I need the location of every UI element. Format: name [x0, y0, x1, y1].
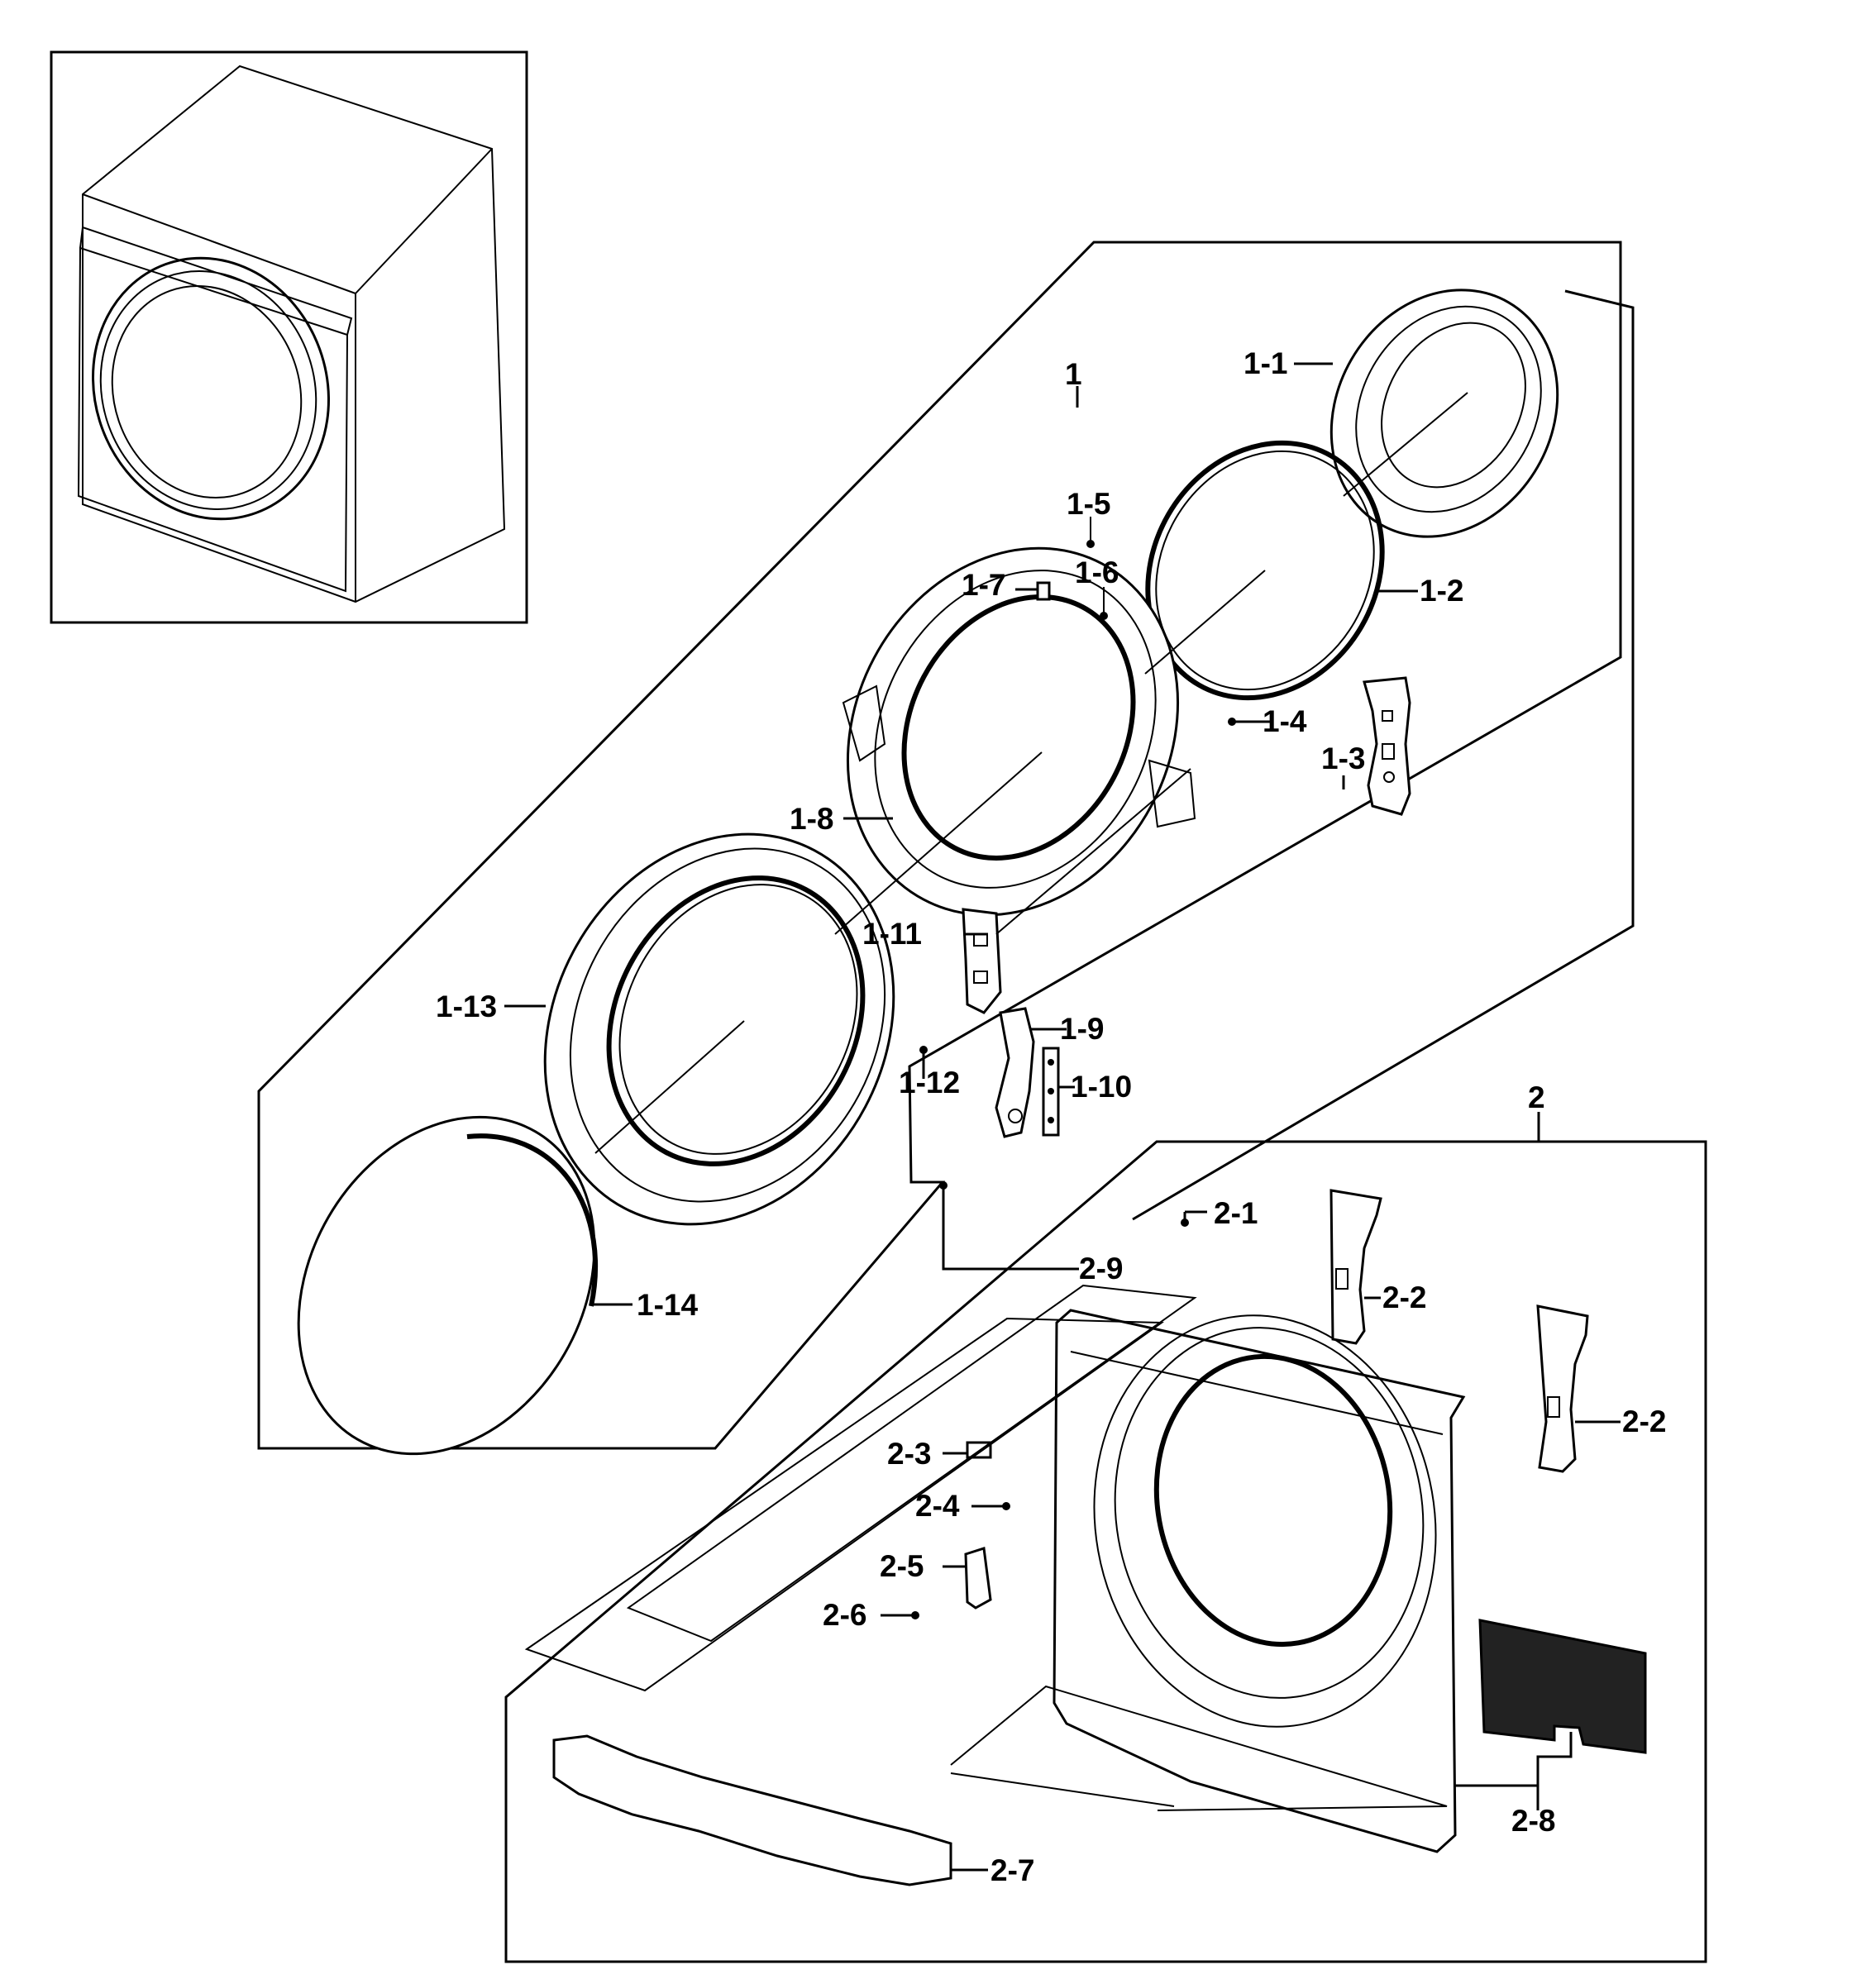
part-1-3-hinge-plate — [1363, 676, 1411, 816]
part-1-13-door-frame-outer — [543, 832, 895, 1226]
label-part-2-1: 2-1 — [1214, 1196, 1258, 1230]
part-front-panel-body — [1053, 1309, 1466, 1853]
part-2-7-bottom-trim — [552, 1734, 952, 1886]
label-part-1-3: 1-3 — [1321, 742, 1365, 775]
label-part-2-5: 2-5 — [880, 1549, 924, 1583]
label-part-1-7: 1-7 — [962, 568, 1005, 602]
label-part-2-2-left: 2-2 — [1382, 1281, 1426, 1314]
label-part-1-14: 1-14 — [637, 1288, 698, 1322]
label-group-2: 2 — [1528, 1080, 1545, 1114]
part-1-7-small-clip — [1036, 581, 1051, 601]
label-part-2-8: 2-8 — [1511, 1804, 1555, 1838]
part-1-9-latch — [995, 1007, 1035, 1138]
part-1-6-screw — [1100, 587, 1108, 620]
part-1-11-hinge — [962, 908, 1002, 1014]
part-2-5-lock-cover — [964, 1547, 992, 1610]
part-1-1-door-glass-outer — [1329, 289, 1559, 538]
label-part-1-6: 1-6 — [1075, 556, 1119, 589]
part-2-2-bracket-right — [1536, 1304, 1589, 1473]
label-part-1-1: 1-1 — [1244, 346, 1287, 380]
part-2-2-bracket-left — [1329, 1189, 1382, 1345]
label-part-1-5: 1-5 — [1067, 487, 1110, 521]
label-part-2-6: 2-6 — [823, 1598, 866, 1632]
label-part-1-11: 1-11 — [862, 917, 922, 951]
assembled-appliance-inset — [50, 50, 528, 624]
label-part-1-13: 1-13 — [436, 990, 497, 1023]
group-1-door-assembly — [257, 241, 1635, 1456]
label-part-1-8: 1-8 — [790, 802, 833, 836]
group-2-front-panel-assembly — [504, 1112, 1707, 1963]
label-part-2-2-right: 2-2 — [1622, 1405, 1666, 1438]
part-1-14-door-cover — [297, 1115, 599, 1456]
label-part-2-7: 2-7 — [991, 1853, 1034, 1887]
label-part-2-9: 2-9 — [1079, 1252, 1123, 1285]
leader-lines — [504, 362, 1621, 1872]
label-part-1-4: 1-4 — [1263, 704, 1307, 738]
part-1-8-inner-door-frame — [842, 546, 1196, 917]
label-part-1-12: 1-12 — [899, 1066, 960, 1099]
label-part-2-3: 2-3 — [887, 1437, 931, 1471]
part-1-2-gasket-ring — [1145, 440, 1385, 701]
part-2-8-insulation-pad — [1478, 1619, 1647, 1754]
label-part-1-9: 1-9 — [1060, 1012, 1104, 1046]
part-1-5-screw — [1086, 517, 1095, 548]
part-1-10-hinge-strip — [1042, 1047, 1060, 1137]
label-part-1-2: 1-2 — [1420, 574, 1463, 608]
label-part-1-10: 1-10 — [1071, 1070, 1132, 1104]
label-group-1: 1 — [1065, 357, 1082, 391]
callout-labels: 1 1-1 1-2 1-3 1-4 1-5 1-6 1-7 1-8 1-9 1-… — [436, 346, 1666, 1887]
label-part-2-4: 2-4 — [915, 1489, 960, 1523]
